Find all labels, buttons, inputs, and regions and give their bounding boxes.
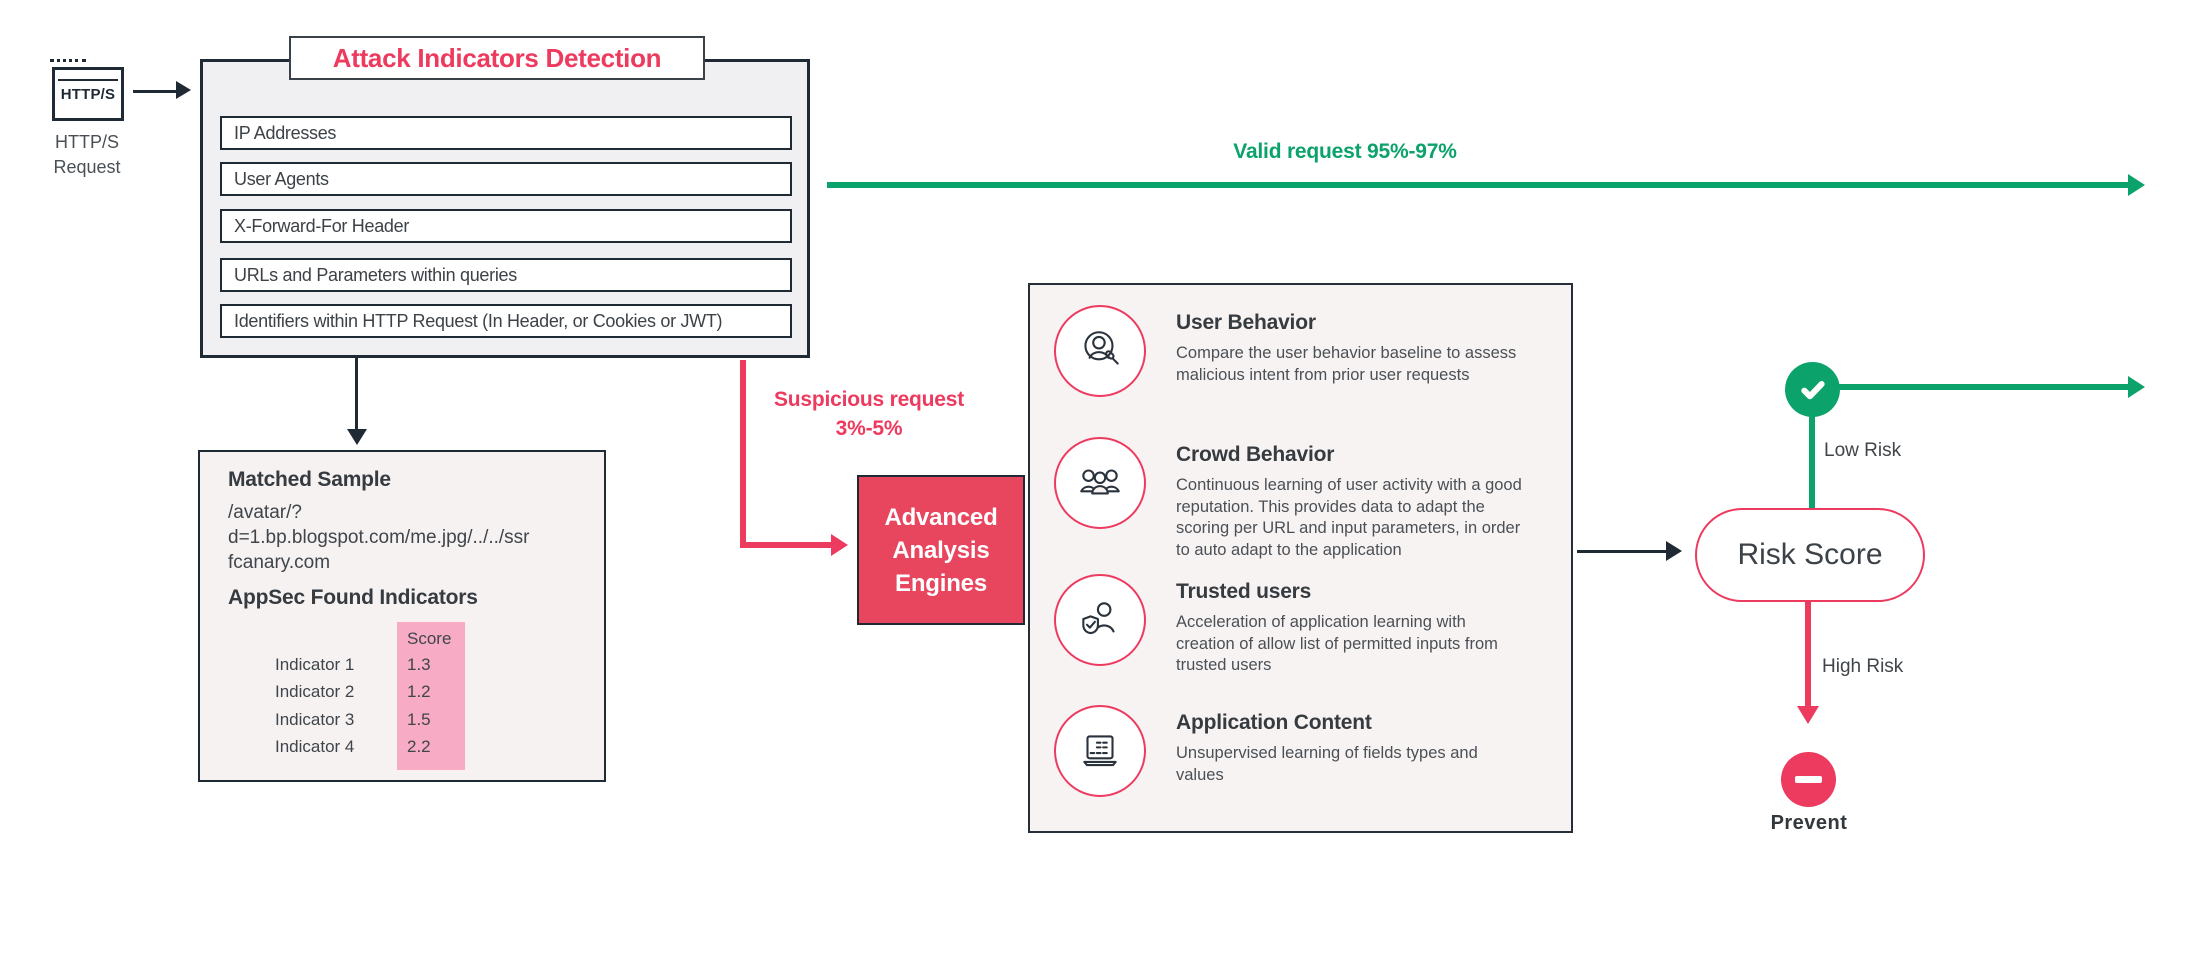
prevent-label: Prevent	[1770, 812, 1848, 834]
indicator-row-score: 1.5	[407, 710, 431, 729]
trusted-users-icon	[1054, 574, 1146, 666]
indicator-item-ip: IP Addresses	[220, 116, 792, 150]
engine-title: Application Content	[1176, 711, 1372, 734]
crowd-behavior-icon	[1054, 437, 1146, 529]
source-arrow-line	[133, 90, 179, 93]
attack-indicators-box: IP Addresses User Agents X-Forward-For H…	[200, 59, 810, 358]
low-risk-arrowhead	[2128, 376, 2145, 398]
suspicious-arrow-hline	[740, 542, 834, 548]
advanced-analysis-engines-box: Advanced Analysis Engines	[857, 475, 1025, 625]
high-risk-label: High Risk	[1822, 656, 1904, 677]
valid-request-arrowhead	[2128, 174, 2145, 196]
engine-title: Trusted users	[1176, 580, 1312, 603]
engine-item-crowd-behavior: Crowd Behavior Continuous learning of us…	[1054, 437, 1554, 561]
engine-title: Crowd Behavior	[1176, 443, 1335, 466]
http-request-icon: HTTP/S	[52, 67, 124, 121]
valid-request-label: Valid request 95%-97%	[1233, 140, 1457, 163]
score-column-header: Score	[407, 629, 452, 648]
prevent-minus-icon	[1781, 752, 1836, 807]
sample-arrowhead	[347, 429, 367, 445]
analysis-engines-panel: User Behavior Compare the user behavior …	[1028, 283, 1573, 833]
suspicious-arrow-vline	[740, 360, 746, 548]
indicator-row-label: Indicator 1	[275, 655, 355, 674]
matched-sample-url: /avatar/? d=1.bp.blogspot.com/me.jpg/../…	[228, 502, 530, 573]
high-risk-arrowhead	[1797, 706, 1819, 724]
engine-description: Continuous learning of user activity wit…	[1176, 476, 1522, 559]
user-behavior-icon	[1054, 305, 1146, 397]
score-column-highlight	[397, 622, 465, 770]
indicator-item-xff: X-Forward-For Header	[220, 209, 792, 243]
low-risk-label: Low Risk	[1824, 440, 1902, 461]
http-request-caption: HTTP/S Request	[53, 132, 121, 177]
risk-score-node: Risk Score	[1695, 508, 1925, 602]
risk-arrow-line	[1577, 550, 1669, 553]
low-risk-arrow-line	[1839, 384, 2132, 390]
low-risk-check-icon	[1785, 362, 1840, 417]
valid-request-arrow-line	[827, 182, 2132, 188]
indicator-row-score: 1.3	[407, 655, 431, 674]
appsec-indicators-title: AppSec Found Indicators	[228, 586, 478, 609]
indicator-row-label: Indicator 3	[275, 710, 355, 729]
engine-description: Unsupervised learning of fields types an…	[1176, 744, 1478, 784]
http-icon-label: HTTP/S	[60, 86, 116, 103]
engine-item-trusted-users: Trusted users Acceleration of applicatio…	[1054, 574, 1554, 677]
indicator-row-label: Indicator 2	[275, 682, 355, 701]
engine-description: Acceleration of application learning wit…	[1176, 613, 1498, 674]
source-arrowhead	[176, 80, 191, 99]
engine-item-application-content: Application Content Unsupervised learnin…	[1054, 705, 1554, 797]
indicator-row-score: 2.2	[407, 737, 431, 756]
indicator-row-score: 1.2	[407, 682, 431, 701]
sample-arrow-line	[355, 358, 358, 432]
matched-sample-title: Matched Sample	[228, 468, 391, 491]
browser-dots-icon	[50, 59, 86, 62]
application-content-icon	[1054, 705, 1146, 797]
suspicious-request-label: Suspicious request 3%-5%	[773, 388, 965, 440]
indicator-row-label: Indicator 4	[275, 737, 355, 756]
risk-arrowhead	[1666, 541, 1682, 561]
high-risk-arrow-line	[1805, 602, 1811, 708]
engine-title: User Behavior	[1176, 311, 1316, 334]
indicator-item-user-agents: User Agents	[220, 162, 792, 196]
matched-sample-box: Matched Sample /avatar/? d=1.bp.blogspot…	[198, 450, 606, 782]
minus-bar	[1795, 776, 1822, 783]
indicator-item-identifiers: Identifiers within HTTP Request (In Head…	[220, 304, 792, 338]
low-risk-line	[1809, 414, 1815, 508]
suspicious-arrowhead	[831, 534, 848, 556]
engine-item-user-behavior: User Behavior Compare the user behavior …	[1054, 305, 1554, 397]
engine-description: Compare the user behavior baseline to as…	[1176, 344, 1517, 384]
attack-box-title: Attack Indicators Detection	[289, 36, 705, 80]
indicator-item-urls: URLs and Parameters within queries	[220, 258, 792, 292]
browser-titlebar-line	[58, 79, 118, 81]
